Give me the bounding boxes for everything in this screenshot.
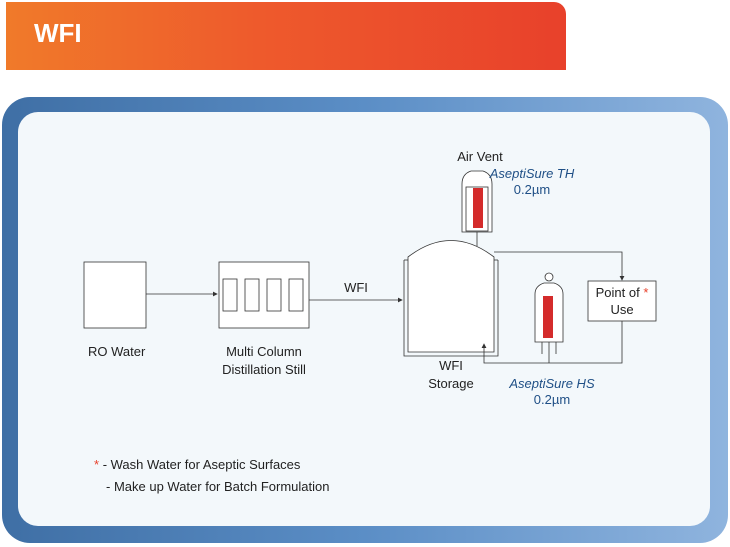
storage-line2: Storage	[428, 376, 474, 391]
legend-item-1: * - Wash Water for Aseptic Surfaces	[94, 457, 300, 472]
legend-text-2: - Make up Water for Batch Formulation	[106, 479, 330, 494]
filter-hs-size: 0.2µm	[533, 392, 571, 407]
column-2	[244, 278, 260, 312]
distill-line1: Multi Column	[226, 344, 302, 359]
wfi-storage-tank	[407, 240, 495, 353]
column-1	[222, 278, 238, 312]
ro-water-label: RO Water	[88, 344, 146, 359]
content-frame: RO Water Multi Column Distillation Still…	[2, 97, 728, 543]
pou-line1: Point of	[595, 285, 640, 300]
column-3	[266, 278, 282, 312]
filter-th-size: 0.2µm	[513, 182, 551, 197]
filter-th-name: AseptiSure TH	[489, 166, 575, 181]
pressure-gauge	[544, 272, 554, 282]
tank-jacket	[403, 260, 499, 357]
ro-water-box	[83, 261, 147, 329]
air-vent-label: Air Vent	[457, 149, 503, 164]
legend-star: *	[94, 457, 100, 472]
point-of-use-label: Point of * Use	[588, 284, 656, 318]
loop-supply	[494, 251, 625, 281]
pou-line2: Use	[610, 302, 634, 317]
title-banner: WFI	[6, 2, 566, 70]
process-diagram	[83, 170, 657, 364]
legend-text-1: - Wash Water for Aseptic Surfaces	[102, 457, 301, 472]
distill-line2: Distillation Still	[222, 362, 306, 377]
loop-return	[481, 320, 623, 364]
point-of-use-box	[587, 280, 657, 322]
filter-th-element	[473, 188, 483, 228]
filter-hs-label: AseptiSure HS 0.2µm	[504, 376, 600, 408]
filter-th-label: AseptiSure TH 0.2µm	[484, 166, 580, 198]
pou-star: *	[643, 285, 649, 300]
page-title: WFI	[34, 18, 82, 48]
distillation-still-label: Multi Column Distillation Still	[214, 343, 314, 379]
diagram-panel: RO Water Multi Column Distillation Still…	[18, 112, 710, 526]
filter-hs-element	[543, 296, 553, 338]
storage-line1: WFI	[439, 358, 463, 373]
legend-item-2: - Make up Water for Batch Formulation	[106, 479, 330, 494]
column-4	[288, 278, 304, 312]
wfi-flow-label: WFI	[344, 280, 368, 295]
wfi-storage-label: WFI Storage	[423, 357, 479, 393]
filter-hs-name: AseptiSure HS	[509, 376, 595, 391]
